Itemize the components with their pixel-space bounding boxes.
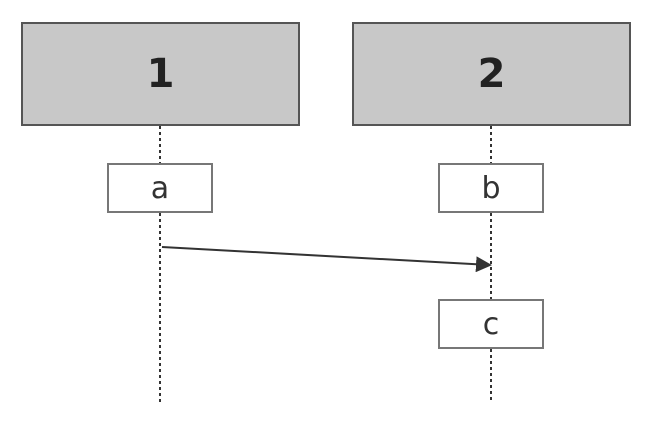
lifeline-header-1: 1 — [21, 22, 300, 126]
lifeline-header-2-label: 2 — [477, 51, 506, 97]
message-arrow — [161, 246, 492, 273]
state-box-a-label: a — [150, 170, 170, 206]
lifeline-header-2: 2 — [352, 22, 631, 126]
state-box-c: c — [438, 299, 544, 349]
state-box-c-label: c — [482, 306, 500, 342]
state-box-b: b — [438, 163, 544, 213]
lifeline-header-1-label: 1 — [146, 51, 175, 97]
state-box-a: a — [107, 163, 213, 213]
state-box-b-label: b — [481, 170, 501, 206]
